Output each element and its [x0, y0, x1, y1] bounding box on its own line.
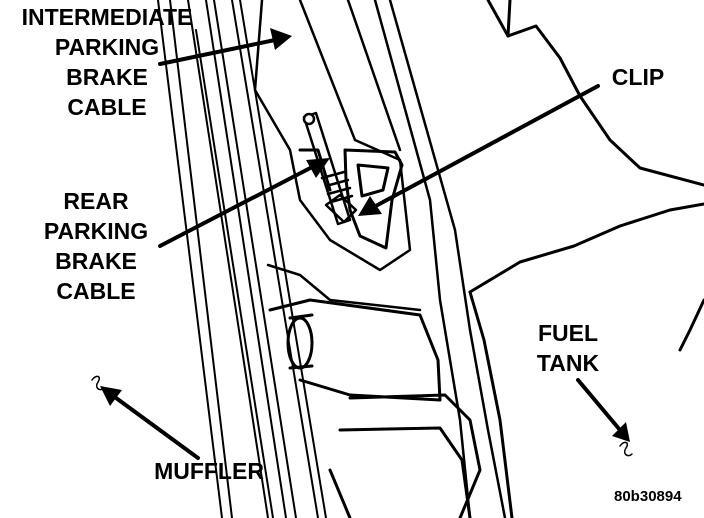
rear-parking-brake-cable-label: REAR PARKING BRAKE CABLE	[26, 186, 166, 306]
label-line: CABLE	[56, 278, 136, 304]
intermediate-cable-leader	[158, 38, 277, 66]
label-line: MUFFLER	[154, 458, 264, 484]
clip-label: CLIP	[598, 62, 678, 92]
label-line: CLIP	[611, 64, 665, 90]
label-line: INTERMEDIATE	[21, 4, 193, 30]
muffler-leader	[110, 393, 200, 460]
muffler-drawing	[268, 298, 482, 518]
clip-leader	[370, 84, 600, 210]
cable-end-drawing	[302, 111, 358, 226]
fuel-tank-outline	[468, 0, 704, 518]
label-line: PARKING	[43, 218, 149, 244]
hook-marks	[91, 375, 633, 457]
fuel-tank-label: FUEL TANK	[528, 318, 608, 378]
fuel-tank-leader	[576, 378, 622, 432]
label-line: PARKING	[54, 34, 160, 60]
leader-arrows	[110, 38, 622, 460]
intermediate-parking-brake-cable-label: INTERMEDIATE PARKING BRAKE CABLE	[0, 2, 214, 122]
crossmember	[253, 0, 507, 518]
label-line: CABLE	[67, 94, 147, 120]
rear-cable-leader	[158, 163, 318, 248]
label-line: BRAKE	[66, 64, 148, 90]
figure-code: 80b30894	[614, 488, 682, 505]
muffler-label: MUFFLER	[140, 456, 278, 486]
label-line: BRAKE	[55, 248, 137, 274]
label-line: REAR	[63, 188, 129, 214]
label-line: FUEL	[537, 320, 599, 346]
arrowheads	[100, 28, 630, 442]
frame-rail-lines	[157, 0, 327, 518]
label-line: TANK	[536, 350, 600, 376]
